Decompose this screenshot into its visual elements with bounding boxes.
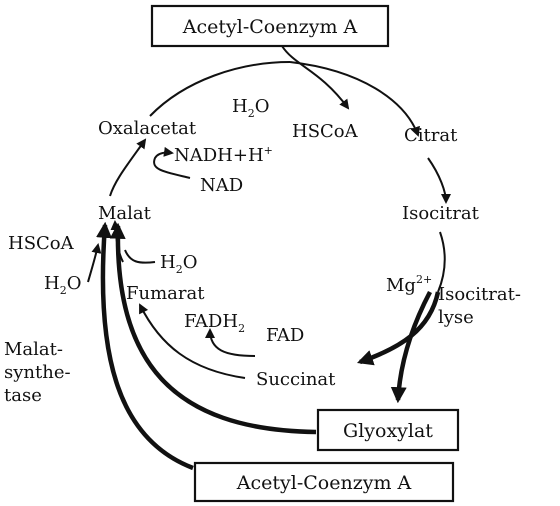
mg-label: Mg2+: [386, 273, 432, 296]
cycle-arc-succinat-fumarat: [139, 303, 246, 379]
fadh-arrow: [205, 328, 256, 357]
isocitratlyse-label-1: Isocitrat-: [438, 284, 521, 305]
malatsynthase-line-outer: [96, 221, 194, 471]
fadh-label: FADH2: [184, 311, 245, 335]
acetyl-coa-bottom-box: [193, 461, 455, 503]
malatsynthetase-label-3: tase: [4, 385, 42, 406]
malat-label: Malat: [98, 203, 152, 224]
fumarat-label: Fumarat: [126, 283, 205, 304]
h2o-mid-label: H2O: [160, 252, 197, 276]
glyoxylat-box: [316, 408, 460, 452]
nad-label: NAD: [200, 175, 243, 196]
nadh-label: NADH+H+: [174, 144, 273, 166]
hscoa-left-label: HSCoA: [8, 233, 75, 254]
h2o-mid-arrow: [124, 249, 156, 264]
nadh-arrow: [153, 146, 191, 179]
isocitrat-label: Isocitrat: [402, 203, 480, 224]
citrat-label: Citrat: [404, 125, 458, 146]
hscoa-top-label: HSCoA: [292, 121, 359, 142]
oxalacetat-label: Oxalacetat: [98, 118, 197, 139]
malatsynthetase-label-1: Malat-: [4, 339, 63, 360]
malatsynthase-line-inner: [109, 222, 317, 435]
acetyl-coa-bottom-label: Acetyl-Coenzym A: [236, 472, 412, 494]
cycle-arc-malat-oxalacetat: [109, 138, 147, 197]
acetyl-coa-top-label: Acetyl-Coenzym A: [182, 16, 358, 38]
cycle-arc-top-left: [149, 61, 291, 117]
succinat-label: Succinat: [256, 369, 336, 390]
isocitratlyse-label-2: lyse: [438, 307, 474, 328]
acetyl-coa-top-box: [150, 4, 390, 48]
h2o-top-label: H2O: [232, 96, 269, 120]
cycle-arc-citrat-isocitrat: [427, 157, 451, 204]
h2o-left-label: H2O: [44, 273, 81, 297]
acetyl-coa-top-link: [281, 45, 350, 110]
fad-label: FAD: [266, 325, 304, 346]
cycle-arc-top-right: [289, 61, 420, 137]
glyoxylat-label: Glyoxylat: [343, 420, 433, 442]
malatsynthetase-label-2: synthe-: [4, 362, 71, 383]
cycle-arc-isocitrat-down: [437, 231, 446, 293]
hscoa-left-arrow: [87, 243, 102, 283]
cycle-arc-isocitrat-glyoxylat: [390, 290, 432, 404]
